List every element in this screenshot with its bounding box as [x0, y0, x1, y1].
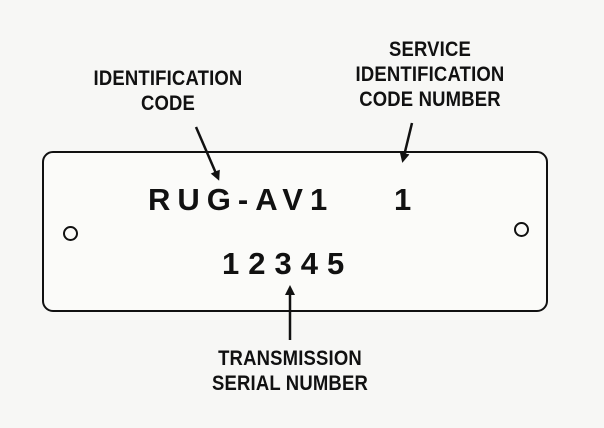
- label-line: SERVICE: [388, 38, 472, 61]
- identification-plate: RUG-AV1 1 12345: [42, 151, 548, 312]
- identification-code-value: RUG-AV1: [148, 182, 335, 217]
- service-code-number-value: 1: [394, 182, 412, 217]
- identification-code-label: IDENTIFICATION CODE: [80, 66, 256, 116]
- transmission-serial-number-label: TRANSMISSION SERIAL NUMBER: [193, 346, 387, 396]
- service-identification-code-number-label: SERVICE IDENTIFICATION CODE NUMBER: [330, 37, 531, 112]
- label-line: TRANSMISSION: [218, 347, 362, 370]
- mounting-hole-right: [514, 222, 529, 237]
- label-line: CODE: [140, 92, 196, 115]
- mounting-hole-left: [63, 226, 78, 241]
- label-line: SERIAL NUMBER: [212, 372, 368, 395]
- serial-number-value: 12345: [222, 246, 354, 281]
- label-line: IDENTIFICATION: [93, 67, 243, 90]
- label-line: IDENTIFICATION: [355, 63, 505, 86]
- label-line: CODE NUMBER: [359, 88, 501, 111]
